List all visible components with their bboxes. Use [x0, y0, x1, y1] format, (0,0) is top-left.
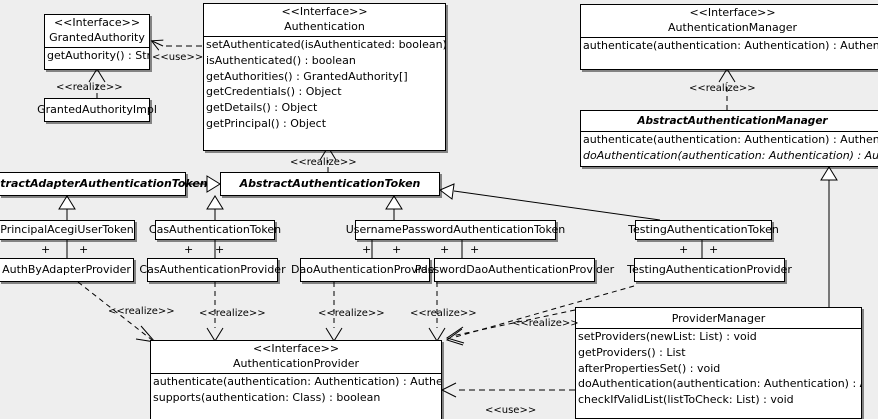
divider: [204, 36, 445, 37]
stereotype-interface: <<Interface>>: [689, 6, 776, 19]
divider: [581, 131, 878, 132]
class-name: ProviderManager: [671, 312, 766, 325]
class-name: AbstractAuthenticationToken: [239, 177, 421, 190]
association-plus: +: [41, 243, 51, 256]
class-header: <<Interface>> AuthenticationManager: [581, 5, 878, 37]
class-name: DaoAuthenticationProvider: [291, 263, 439, 276]
class-auth-by-adapter-provider[interactable]: AuthByAdapterProvider: [0, 258, 134, 282]
class-name: CasAuthenticationProvider: [139, 263, 286, 276]
class-header: ProviderManager: [576, 308, 861, 328]
operation: getDetails() : Object: [206, 101, 318, 115]
edge-label-realize-provider-manager: <<realize>>: [512, 318, 579, 329]
operation: getAuthority() : String: [47, 49, 149, 62]
class-name: AbstractAdapterAuthenticationToken: [0, 177, 208, 190]
class-cas-authentication-token[interactable]: CasAuthenticationToken: [149, 220, 281, 240]
class-abstract-authentication-token[interactable]: AbstractAuthenticationToken: [220, 172, 440, 196]
class-header: <<Interface>> GrantedAuthority: [45, 15, 149, 47]
operation: authenticate(authentication: Authenticat…: [153, 375, 441, 388]
edge-label-realize-granted-authority-impl: <<realize>>: [56, 82, 123, 93]
class-authentication-provider[interactable]: <<Interface>> AuthenticationProvider aut…: [150, 340, 442, 419]
edge-label-realize-password-dao-authentication-provider: <<realize>>: [410, 308, 477, 319]
association-plus: +: [362, 243, 372, 256]
operation: setAuthenticated(isAuthenticated: boolea…: [206, 38, 445, 51]
operation: getPrincipal() : Object: [206, 116, 327, 130]
class-name: AuthenticationManager: [668, 21, 797, 34]
divider: [581, 37, 878, 38]
operations-compartment: authenticate(authentication: Authenticat…: [151, 374, 441, 406]
operation: setProviders(newList: List) : void: [578, 330, 757, 343]
class-granted-authority[interactable]: <<Interface>> GrantedAuthority getAuthor…: [44, 14, 150, 70]
association-plus: +: [79, 243, 89, 256]
class-testing-authentication-token[interactable]: TestingAuthenticationToken: [628, 220, 779, 240]
class-name: GrantedAuthorityImpl: [37, 103, 157, 116]
class-header: <<Interface>> Authentication: [204, 4, 445, 36]
edge-label-realize-abstract-authentication-token: <<realize>>: [290, 157, 357, 168]
association-plus: +: [215, 243, 225, 256]
association-plus: +: [470, 243, 480, 256]
divider: [576, 328, 861, 329]
class-name: Authentication: [284, 20, 365, 33]
operation: afterPropertiesSet() : void: [578, 361, 721, 375]
association-plus: +: [679, 243, 689, 256]
class-dao-authentication-provider[interactable]: DaoAuthenticationProvider: [291, 258, 439, 282]
edge-label-realize-abstract-authentication-manager: <<realize>>: [689, 83, 756, 94]
operations-compartment: getAuthority() : String: [45, 48, 149, 64]
class-name: AbstractAuthenticationManager: [637, 115, 828, 127]
association-plus: +: [184, 243, 194, 256]
operations-compartment: setAuthenticated(isAuthenticated: boolea…: [204, 37, 445, 132]
association-plus: +: [440, 243, 450, 256]
association-plus: +: [392, 243, 402, 256]
class-cas-authentication-provider[interactable]: CasAuthenticationProvider: [139, 258, 286, 282]
operation: supports(authentication: Class) : boolea…: [153, 390, 381, 404]
divider: [151, 373, 441, 374]
operations-compartment: authenticate(authentication: Authenticat…: [581, 132, 878, 164]
class-name: AuthenticationProvider: [232, 357, 360, 370]
operation: doAuthentication(authentication: Authent…: [578, 377, 861, 391]
class-abstract-authentication-manager[interactable]: AbstractAuthenticationManager authentica…: [580, 110, 878, 167]
stereotype-interface: <<Interface>>: [53, 16, 141, 29]
stereotype-interface: <<Interface>>: [252, 342, 340, 355]
class-granted-authority-impl[interactable]: GrantedAuthorityImpl: [37, 98, 157, 122]
class-name: PrincipalAcegiUserToken: [0, 223, 134, 236]
class-name: UsernamePasswordAuthenticationToken: [345, 223, 566, 236]
operation: getProviders() : List: [578, 345, 686, 359]
class-authentication-manager[interactable]: <<Interface>> AuthenticationManager auth…: [580, 4, 878, 70]
edge-label-use-provider-manager: <<use>>: [485, 405, 537, 416]
operation: getCredentials() : Object: [206, 85, 342, 99]
class-name: AuthByAdapterProvider: [2, 263, 131, 276]
class-password-dao-authentication-provider[interactable]: PasswordDaoAuthenticationProvider: [415, 258, 614, 282]
class-provider-manager[interactable]: ProviderManager setProviders(newList: Li…: [575, 307, 862, 419]
class-name: CasAuthenticationToken: [148, 223, 282, 236]
class-name: TestingAuthenticationToken: [628, 223, 779, 236]
class-header: <<Interface>> AuthenticationProvider: [151, 341, 441, 373]
edge-label-realize-dao-authentication-provider: <<realize>>: [318, 308, 385, 319]
operation: authenticate(authentication: Authenticat…: [583, 39, 878, 52]
operation: isAuthenticated() : boolean: [206, 53, 356, 67]
association-plus: +: [709, 243, 719, 256]
class-name: PasswordDaoAuthenticationProvider: [414, 263, 615, 276]
operations-compartment: setProviders(newList: List) : void getPr…: [576, 329, 861, 408]
class-abstract-adapter-authentication-token[interactable]: AbstractAdapterAuthenticationToken: [0, 172, 208, 196]
class-header: AbstractAuthenticationManager: [581, 111, 878, 131]
operations-compartment: authenticate(authentication: Authenticat…: [581, 38, 878, 54]
edge-label-use-granted-authority: <<use>>: [152, 52, 204, 63]
operation: checkIfValidList(listToCheck: List) : vo…: [578, 393, 794, 407]
class-name: TestingAuthenticationProvider: [627, 263, 792, 276]
operation: authenticate(authentication: Authenticat…: [583, 133, 878, 146]
edge-label-realize-cas-authentication-provider: <<realize>>: [199, 308, 266, 319]
class-authentication[interactable]: <<Interface>> Authentication setAuthenti…: [203, 3, 446, 151]
stereotype-interface: <<Interface>>: [281, 5, 368, 18]
operation-abstract: doAuthentication(authentication: Authent…: [583, 148, 878, 162]
class-username-password-authentication-token[interactable]: UsernamePasswordAuthenticationToken: [346, 220, 565, 240]
edge-label-realize-auth-by-adapter-provider: <<realize>>: [108, 306, 175, 317]
divider: [45, 47, 149, 48]
operation: getAuthorities() : GrantedAuthority[]: [206, 69, 408, 83]
class-principal-acegi-user-token[interactable]: PrincipalAcegiUserToken: [0, 220, 135, 240]
class-testing-authentication-provider[interactable]: TestingAuthenticationProvider: [627, 258, 792, 282]
class-name: GrantedAuthority: [49, 31, 145, 44]
